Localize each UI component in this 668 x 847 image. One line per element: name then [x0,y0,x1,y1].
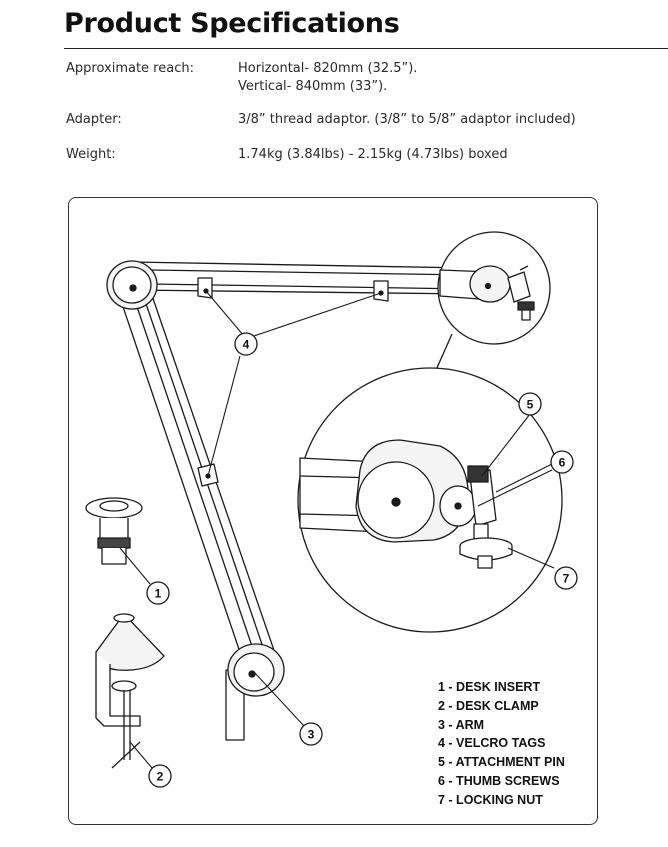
product-diagram-frame [68,197,598,825]
small-zoom-detail [437,231,551,345]
legend-item: 7 - LOCKING NUT [438,792,543,807]
title-divider [64,48,668,49]
svg-text:1: 1 [155,587,162,601]
callout-2: 2 [148,764,172,788]
callout-6: 6 [550,450,574,474]
svg-text:7: 7 [563,572,570,586]
svg-text:5: 5 [527,398,534,412]
legend-item: 3 - ARM [438,717,485,732]
legend-item: 5 - ATTACHMENT PIN [438,755,565,770]
upper-arm [131,261,471,302]
spec-value: 3/8” thread adaptor. (3/8” to 5/8” adapt… [238,112,576,127]
callout-5: 5 [518,392,542,416]
legend-item: 1 - DESK INSERT [438,680,541,694]
spec-value: Horizontal- 820mm (32.5”). [238,61,418,76]
callout-4: 4 [234,332,258,356]
legend-item: 4 - VELCRO TAGS [438,736,546,751]
svg-text:4: 4 [243,338,250,352]
svg-text:3: 3 [308,728,315,742]
callout-7: 7 [554,566,578,590]
spec-value: Vertical- 840mm (33”). [238,79,388,94]
page-title: Product Specifications [64,8,400,39]
spec-label: Approximate reach: [66,61,194,76]
leader-lines [119,290,555,769]
svg-text:6: 6 [559,456,566,470]
desk-clamp-illustration [95,613,165,769]
legend-item: 6 - THUMB SCREWS [438,773,560,788]
svg-text:2: 2 [157,770,164,784]
callout-3: 3 [299,722,323,746]
lower-hinge [225,643,285,741]
upper-hinge [106,260,158,310]
lower-arm [117,283,279,671]
spec-label: Weight: [66,147,116,162]
large-zoom-detail [297,367,563,633]
callout-1: 1 [146,581,170,605]
desk-insert-illustration [85,497,143,565]
spec-value: 1.74kg (3.84lbs) - 2.15kg (4.73lbs) boxe… [238,147,508,162]
parts-legend: 1 - DESK INSERT 2 - DESK CLAMP 3 - ARM 4… [438,678,565,810]
spec-label: Adapter: [66,112,122,127]
legend-item: 2 - DESK CLAMP [438,698,539,713]
